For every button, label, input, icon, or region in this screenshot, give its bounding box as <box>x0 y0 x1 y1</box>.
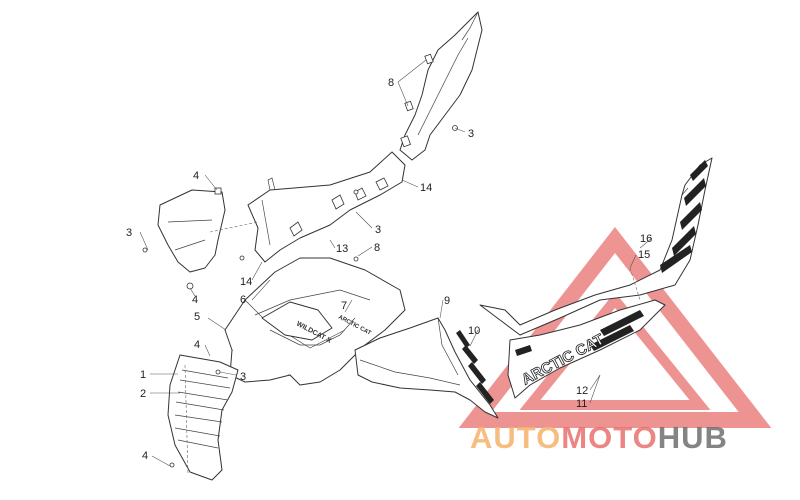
front-grille <box>167 354 239 481</box>
callout-14-lower: 14 <box>240 276 252 288</box>
center-fender <box>354 317 499 419</box>
callout-labels: 8 3 4 14 3 3 13 8 14 4 6 7 9 5 10 16 15 … <box>126 77 652 462</box>
callout-4-left-top: 4 <box>193 170 199 182</box>
callout-3-left: 3 <box>126 227 132 239</box>
callout-1: 1 <box>140 369 146 381</box>
callout-3-grille: 3 <box>240 371 246 383</box>
callout-15: 15 <box>638 249 650 261</box>
callout-4-left-bottom: 4 <box>192 294 198 306</box>
callout-7: 7 <box>341 300 347 312</box>
callout-16: 16 <box>640 233 652 245</box>
callout-14-upper: 14 <box>420 182 432 194</box>
callout-4-grille-top: 4 <box>194 339 200 351</box>
callout-13: 13 <box>336 243 348 255</box>
callout-8-hood: 8 <box>374 242 380 254</box>
callout-3-rail: 3 <box>375 224 381 236</box>
left-side-bracket <box>142 187 226 290</box>
callout-8-upper: 8 <box>388 77 394 89</box>
callout-11: 11 <box>576 398 587 410</box>
watermark-moto: MOTO <box>561 420 658 455</box>
leader-lines <box>139 59 653 467</box>
watermark-hub: HUB <box>657 420 728 455</box>
callout-10: 10 <box>468 325 480 337</box>
hood: WILDCAT X ARCTIC CAT <box>224 255 406 386</box>
watermark-logo-text: AUTOMOTOHUB <box>470 420 795 455</box>
callout-2: 2 <box>140 388 146 400</box>
callout-4-grille-bottom: 4 <box>142 450 148 462</box>
callout-3-upper-right: 3 <box>468 128 474 140</box>
upper-side-panel <box>399 11 483 161</box>
callout-9: 9 <box>444 295 450 307</box>
watermark-auto: AUTO <box>470 420 562 455</box>
rail-panel <box>247 151 406 263</box>
callout-6: 6 <box>240 294 246 306</box>
callout-5: 5 <box>194 311 200 323</box>
right-side-panel: ARCTIC CAT <box>479 157 713 399</box>
callout-12: 12 <box>576 385 588 397</box>
